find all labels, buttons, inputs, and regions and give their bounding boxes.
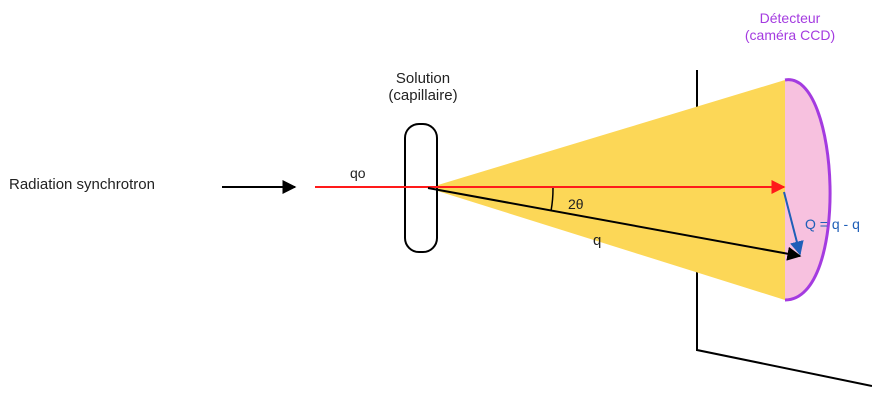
sample-label: Solution (capillaire) — [369, 70, 477, 104]
detector-label-line2: (caméra CCD) — [744, 27, 836, 43]
detector-label: Détecteur (caméra CCD) — [730, 10, 850, 44]
angle-arc — [550, 187, 554, 212]
scattered-vector-label: q — [593, 232, 602, 249]
scattering-vector-label: Q = q - q — [805, 216, 860, 232]
sample-label-line1: Solution — [395, 70, 451, 87]
angle-label: 2θ — [568, 196, 584, 212]
source-label: Radiation synchrotron — [9, 176, 155, 193]
scattering-cone — [428, 80, 785, 300]
incident-vector-label: qo — [350, 165, 366, 181]
detector-outline — [784, 78, 832, 302]
detector-screen — [785, 79, 831, 301]
scattering-vector-q — [783, 191, 804, 256]
sample-label-line2: (capillaire) — [388, 87, 458, 104]
scattered-vector — [427, 187, 802, 261]
detector-label-line1: Détecteur — [759, 10, 821, 26]
